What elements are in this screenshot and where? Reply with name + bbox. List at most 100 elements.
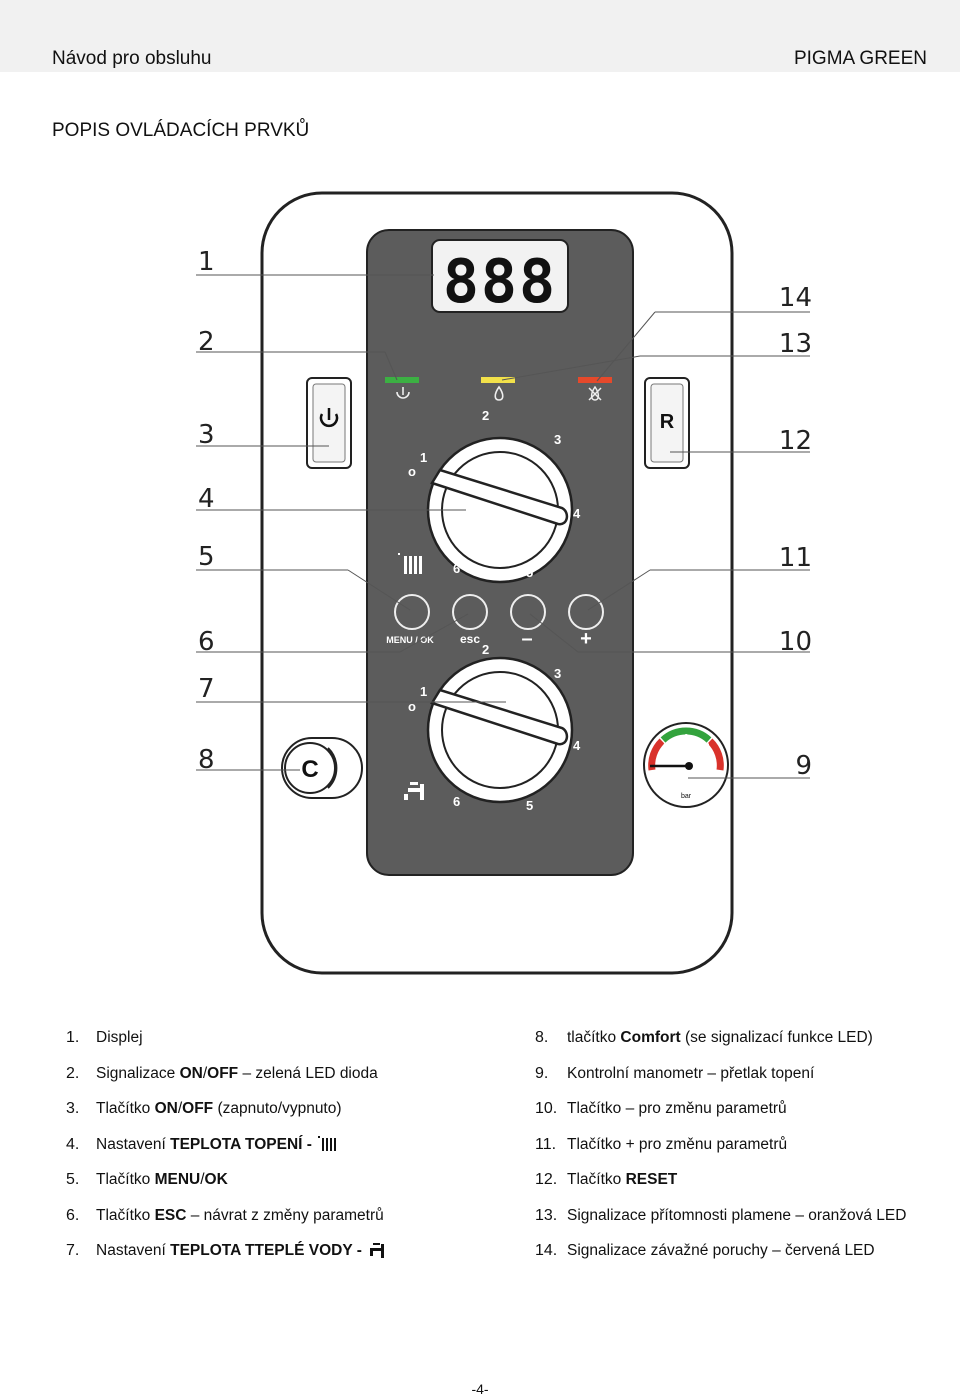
legend-text: TEPLOTA TTEPLÉ VODY -	[170, 1242, 362, 1259]
legend-number: 2.	[66, 1064, 80, 1082]
heating-scale-2: 2	[482, 408, 489, 423]
dhw-scale-o: o	[408, 699, 416, 714]
legend-text: MENU	[154, 1171, 201, 1188]
radiator-icon	[317, 1136, 336, 1152]
minus-button[interactable]	[510, 594, 546, 630]
legend-item: 14.Signalizace závažné poruchy – červená…	[535, 1233, 906, 1269]
page-number: -4-	[471, 1381, 489, 1397]
legend-item: 2. Signalizace ON/OFF – zelená LED dioda	[66, 1056, 390, 1092]
legend-right: 8.tlačítko Comfort (se signalizací funkc…	[535, 1020, 906, 1269]
legend-item: 1. Displej	[66, 1020, 390, 1056]
dhw-knob-scale: o 1 2 3 4 5 6	[408, 642, 581, 813]
power-icon	[319, 408, 339, 428]
gauge-tick-1: 1	[663, 742, 668, 751]
legend-item: 5.Tlačítko MENU/OK	[66, 1162, 390, 1198]
callout-5: 5	[198, 542, 215, 572]
dhw-scale-1: 1	[420, 684, 427, 699]
legend-number: 3.	[66, 1100, 80, 1117]
legend-text: ESC	[154, 1206, 187, 1224]
dhw-knob[interactable]	[426, 656, 574, 804]
legend-item: 9. Kontrolní manometr – přetlak topení	[535, 1056, 906, 1092]
radiator-icon	[398, 553, 422, 574]
menu-ok-button[interactable]	[394, 594, 430, 630]
comfort-button[interactable]	[281, 737, 363, 799]
gauge-tick-2: 2	[684, 733, 689, 742]
heating-scale-5: 5	[526, 565, 533, 580]
header-right: PIGMA GREEN	[793, 48, 927, 69]
legend-text: Kontrolní manometr – přetlak topení	[567, 1064, 815, 1082]
led-flame	[481, 377, 515, 383]
dhw-scale-4: 4	[573, 738, 581, 753]
plus-button[interactable]	[568, 594, 604, 630]
legend-item: 10. Tlačítko – pro změnu parametrů	[535, 1091, 906, 1127]
legend-text: Tlačítko	[96, 1100, 155, 1117]
tap-icon	[369, 1242, 384, 1258]
legend-item: 13. Signalizace přítomnosti plamene – ora…	[535, 1198, 906, 1234]
legend-number: 10.	[535, 1100, 558, 1117]
section-title: POPIS OVLÁDACÍCH PRVKŮ	[52, 120, 310, 141]
legend-text: Displej	[96, 1029, 143, 1046]
gauge-unit: bar	[681, 793, 692, 800]
callout-lines-right	[501, 311, 810, 779]
comfort-button-label: C	[301, 756, 318, 783]
water-drop-icon	[494, 385, 504, 401]
esc-label: esc	[460, 632, 480, 646]
legend-text: Signalizace	[96, 1064, 180, 1082]
legend-text: Tlačítko + pro změnu parametrů	[567, 1135, 788, 1153]
legend-text: Tlačítko	[96, 1171, 155, 1188]
legend-text: ON	[154, 1100, 178, 1117]
legend-text: – zelená LED dioda	[238, 1064, 378, 1082]
legend-text: Signalizace přítomnosti plamene – oranžo…	[567, 1206, 907, 1224]
page-header: Návod pro obsluhu PIGMA GREEN	[0, 0, 960, 72]
legend-text: RESET	[625, 1171, 678, 1188]
legend-text: /	[200, 1171, 205, 1188]
menu-ok-label: MENU / OK	[386, 635, 434, 645]
reset-button-label: R	[660, 411, 675, 433]
legend-text: Tlačítko – pro změnu parametrů	[567, 1100, 787, 1117]
heating-scale-1: 1	[420, 450, 427, 465]
legend-number: 11.	[535, 1135, 557, 1153]
legend-text: TEPLOTA TOPENÍ -	[170, 1135, 312, 1153]
legend-item: 11. Tlačítko + pro změnu parametrů	[535, 1127, 906, 1163]
legend-text: OFF	[182, 1100, 214, 1117]
legend-text: /	[177, 1100, 183, 1117]
legend-number: 8.	[535, 1029, 549, 1046]
callout-12: 12	[779, 426, 812, 456]
callout-13: 13	[779, 329, 812, 359]
esc-button[interactable]	[452, 594, 488, 630]
legend-text: Signalizace závažné poruchy – červená LE…	[567, 1242, 875, 1259]
legend-item: 8.tlačítko Comfort (se signalizací funkc…	[535, 1020, 906, 1056]
dhw-scale-5: 5	[526, 798, 533, 813]
legend-number: 5.	[66, 1171, 80, 1188]
legend-text: (zapnuto/vypnuto)	[213, 1100, 342, 1117]
legend-item: 12.Tlačítko RESET	[535, 1162, 906, 1198]
callout-8: 8	[198, 745, 215, 775]
callout-3: 3	[198, 420, 215, 450]
control-panel-diagram: 888 R o 1 2 3 4 5 6 MENU / OK esc	[196, 191, 812, 975]
callout-14: 14	[779, 283, 812, 313]
heating-scale-4: 4	[573, 506, 581, 521]
legend-text: Comfort	[620, 1029, 681, 1046]
dhw-scale-2: 2	[482, 642, 489, 657]
legend-text: Nastavení	[96, 1242, 171, 1259]
legend-number: 9.	[535, 1064, 549, 1082]
legend-item: 3. Tlačítko ON/OFF (zapnuto/vypnuto)	[66, 1091, 390, 1127]
callout-9: 9	[795, 751, 812, 781]
legend-number: 4.	[66, 1135, 80, 1153]
callout-numbers-right: 14 13 12 11 10 9	[779, 283, 812, 781]
legend-text: /	[202, 1064, 208, 1082]
callout-10: 10	[779, 627, 812, 657]
header-left: Návod pro obsluhu	[52, 48, 212, 69]
display-digits: 888	[443, 247, 557, 317]
legend-number: 13.	[535, 1206, 558, 1224]
flame-fault-icon	[588, 385, 602, 401]
legend-text: Tlačítko	[567, 1171, 626, 1188]
legend-text: – návrat z změny parametrů	[186, 1206, 384, 1224]
legend-text: ON	[179, 1064, 203, 1082]
legend-number: 1.	[66, 1029, 80, 1046]
legend-text: OFF	[207, 1064, 239, 1082]
legend-item: 6.Tlačítko ESC – návrat z změny parametr…	[66, 1198, 390, 1234]
plus-label: +	[580, 628, 592, 650]
heating-knob-scale: o 1 2 3 4 5 6	[408, 408, 581, 580]
